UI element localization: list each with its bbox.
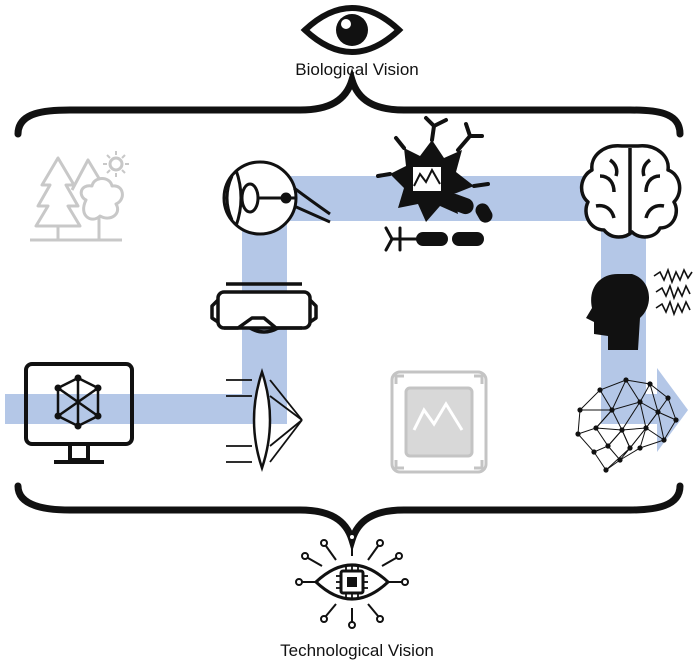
- brain-icon: [579, 144, 682, 239]
- vr-headset-icon: [210, 282, 318, 334]
- neural-network-brain-icon: [575, 377, 679, 473]
- neuron-icon: [376, 116, 493, 252]
- eyeball-cross-section-icon: [222, 160, 331, 236]
- nature-scene-icon: [30, 151, 129, 242]
- circuit-eye-icon: [295, 533, 409, 629]
- technological-vision-label: Technological Vision: [280, 641, 434, 660]
- lens-refraction-icon: [226, 368, 303, 472]
- eye-icon: [300, 5, 404, 55]
- head-signal-icon: [586, 267, 693, 350]
- biological-vision-label: Biological Vision: [295, 60, 419, 79]
- biological-brace: [14, 67, 684, 138]
- monitor-3d-icon: [24, 362, 134, 464]
- image-sensor-chip-icon: [390, 370, 488, 474]
- technological-brace: [14, 482, 684, 553]
